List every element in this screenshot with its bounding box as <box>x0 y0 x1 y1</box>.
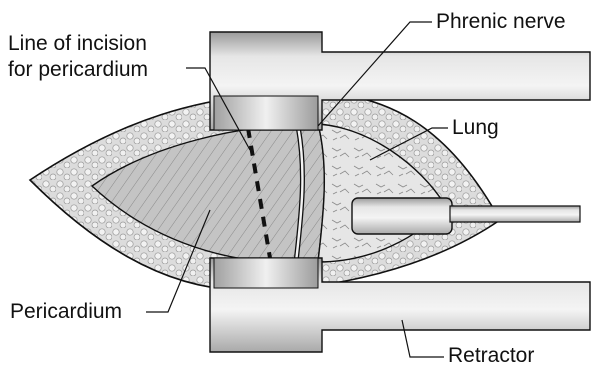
label-retractor: Retractor <box>448 344 534 367</box>
label-phrenic-nerve: Phrenic nerve <box>436 10 566 33</box>
retractor-bottom <box>210 258 590 352</box>
label-pericardium: Pericardium <box>10 300 122 323</box>
label-incision-line-1: Line of incision <box>8 32 147 55</box>
label-lung: Lung <box>452 116 499 139</box>
label-incision-line-2: for pericardium <box>8 58 148 81</box>
